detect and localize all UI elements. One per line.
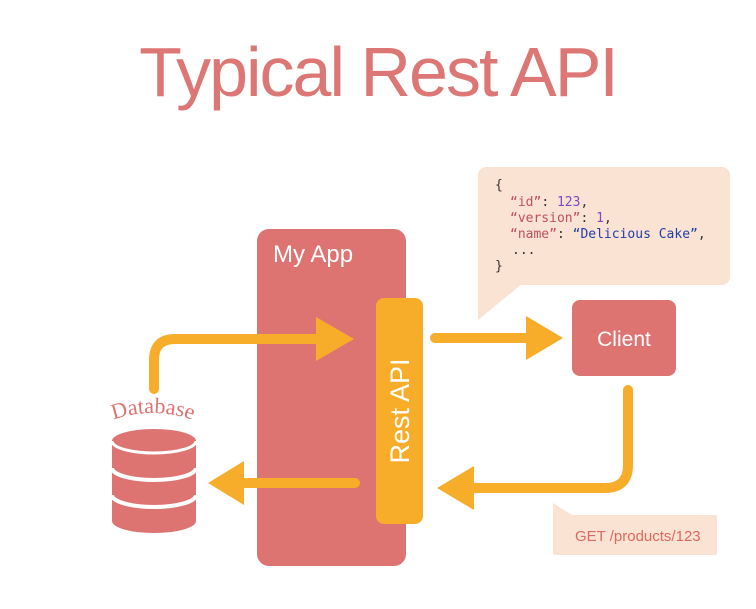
arrow-db-to-app-head bbox=[316, 317, 354, 361]
arrow-app-to-db-head bbox=[208, 461, 244, 505]
client-box bbox=[572, 300, 676, 376]
arrow-api-to-client-head bbox=[526, 316, 563, 360]
json-close-brace: } bbox=[495, 259, 503, 274]
json-line-version: “version”: 1, bbox=[510, 211, 612, 226]
diagram-title: Typical Rest API bbox=[139, 33, 619, 111]
json-line-id: “id”: 123, bbox=[510, 195, 588, 210]
response-json-bubble: { “id”: 123, “version”: 1, “name”: “Deli… bbox=[478, 167, 730, 320]
json-ellipsis: ... bbox=[512, 243, 535, 258]
rest-api-bar bbox=[376, 298, 423, 524]
my-app-label: My App bbox=[273, 241, 353, 268]
arrow-client-to-api bbox=[465, 385, 633, 493]
database-icon bbox=[110, 429, 198, 533]
database-label: Database bbox=[108, 393, 198, 425]
arrow-client-to-api-head bbox=[437, 466, 474, 510]
json-open-brace: { bbox=[495, 178, 503, 193]
rest-api-label: Rest API bbox=[385, 358, 415, 463]
request-label: GET /products/123 bbox=[575, 528, 701, 545]
json-line-name: “name”: “Delicious Cake”, bbox=[510, 227, 706, 242]
client-label: Client bbox=[597, 328, 651, 351]
request-bubble: GET /products/123 bbox=[553, 503, 717, 555]
arrow-db-to-app bbox=[149, 334, 325, 394]
